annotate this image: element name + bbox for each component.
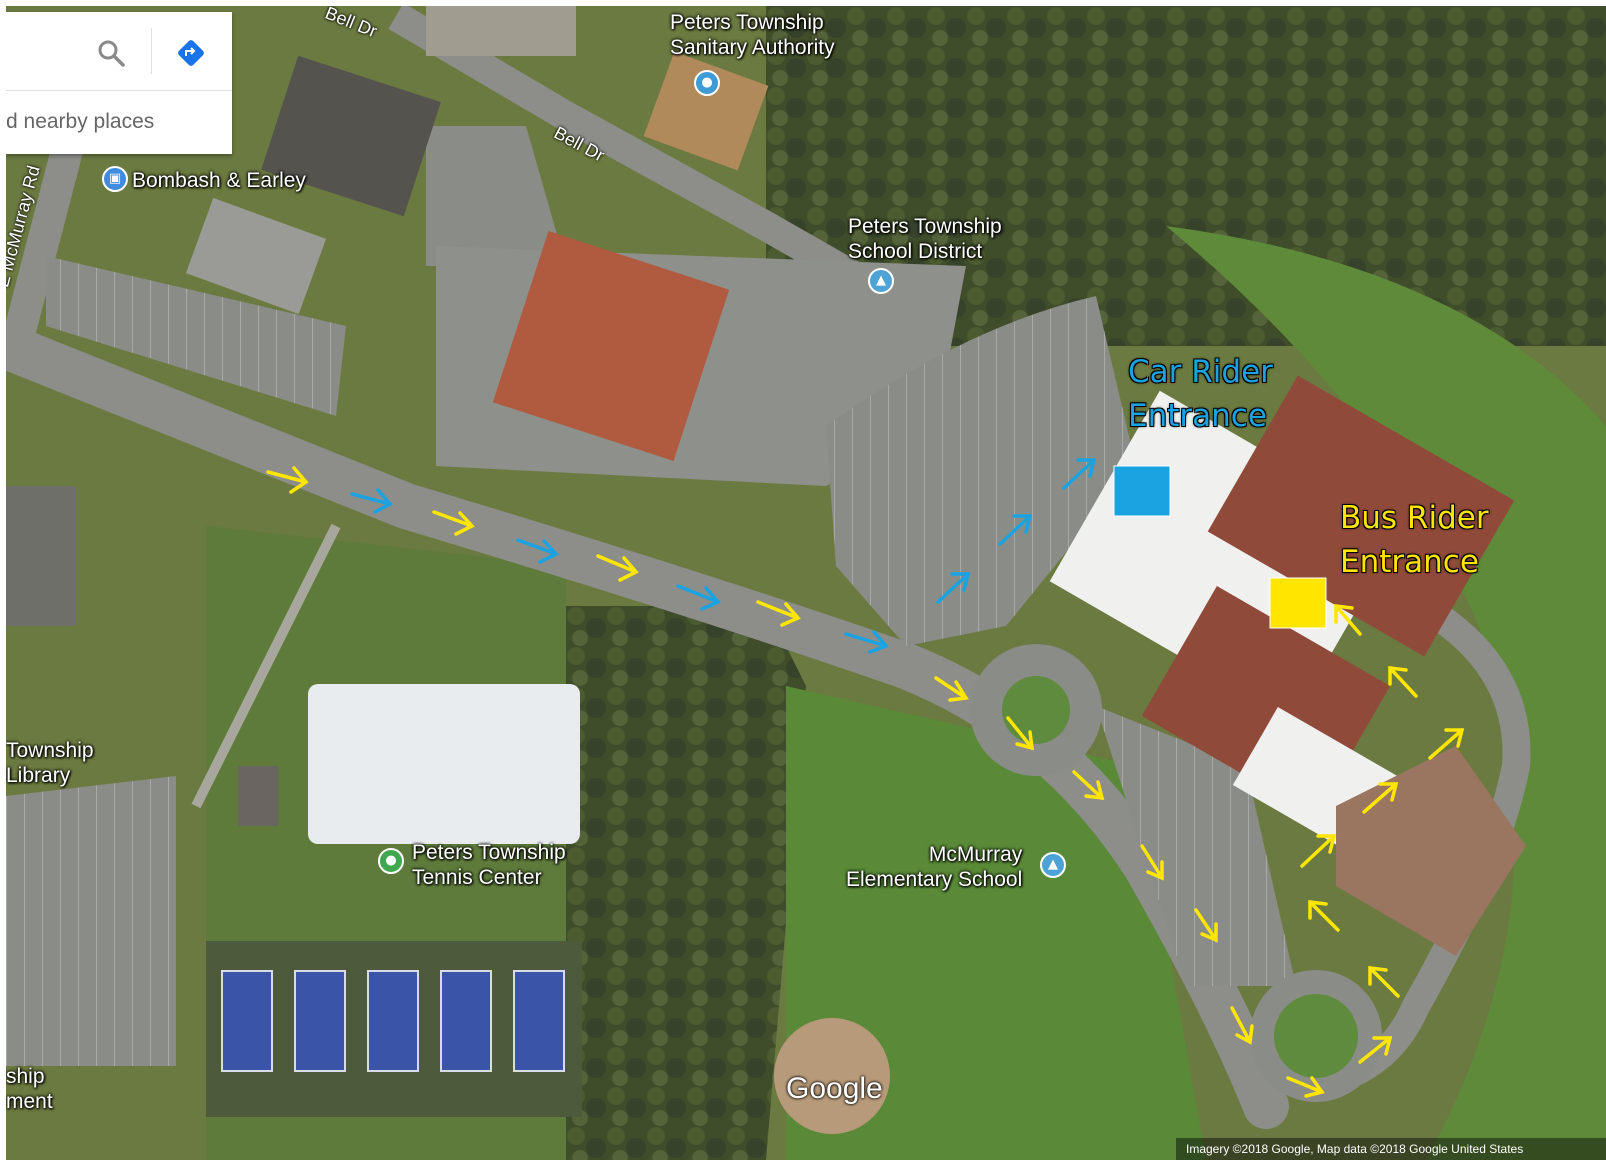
search-divider: [151, 28, 152, 74]
baseball-infield: [774, 1018, 890, 1134]
roundabout-south-island: [1274, 994, 1358, 1078]
school-roof-brown-north: [1207, 375, 1515, 657]
building-northwest-3: [426, 6, 576, 56]
shed: [238, 766, 278, 826]
place-label-bombash-earley[interactable]: Bombash & Earley: [132, 169, 306, 192]
lawn-east: [1166, 226, 1606, 1160]
path-west: [191, 523, 341, 809]
mcmurray-rd: [6, 111, 92, 351]
map-frame[interactable]: Bell Dr Bell Dr E McMurray Rd Peters Tow…: [6, 6, 1606, 1160]
bus-route-arrows: [266, 466, 1465, 1098]
bus-garage: [492, 231, 730, 461]
directions-icon[interactable]: [174, 36, 208, 70]
search-separator: [6, 90, 232, 91]
car-lot: [826, 296, 1136, 646]
google-logo: Google: [786, 1072, 883, 1105]
building-sanitary: [643, 51, 769, 171]
car-rider-entrance-marker: [1113, 465, 1171, 517]
tennis-courts: [221, 970, 565, 1072]
search-nearby-link[interactable]: d nearby places: [6, 110, 155, 133]
school-icon[interactable]: ▲: [1040, 852, 1066, 878]
building-northwest-2: [185, 197, 327, 315]
bus-rider-entrance-marker: [1269, 577, 1327, 629]
library-lot: [6, 776, 176, 1066]
west-lot: [46, 256, 346, 416]
satellite-map[interactable]: [6, 6, 1606, 1160]
school-icon[interactable]: ▲: [868, 268, 894, 294]
place-pin-icon[interactable]: ●: [694, 70, 720, 96]
tennis-dome: [308, 684, 580, 844]
lot-north: [426, 126, 566, 266]
map-attribution[interactable]: Imagery ©2018 Google, Map data ©2018 Goo…: [1176, 1138, 1606, 1160]
building-west-1: [6, 486, 76, 626]
roundabout-north-island: [1002, 676, 1070, 744]
park-pin-icon[interactable]: ●: [378, 848, 404, 874]
playground: [1336, 746, 1526, 956]
shopping-bag-icon[interactable]: ▣: [102, 166, 128, 192]
woods-center: [566, 606, 806, 1160]
search-panel: d nearby places: [6, 12, 232, 154]
car-route-arrows: [350, 458, 1097, 654]
building-northwest-1: [261, 55, 441, 217]
search-icon[interactable]: [96, 38, 126, 68]
